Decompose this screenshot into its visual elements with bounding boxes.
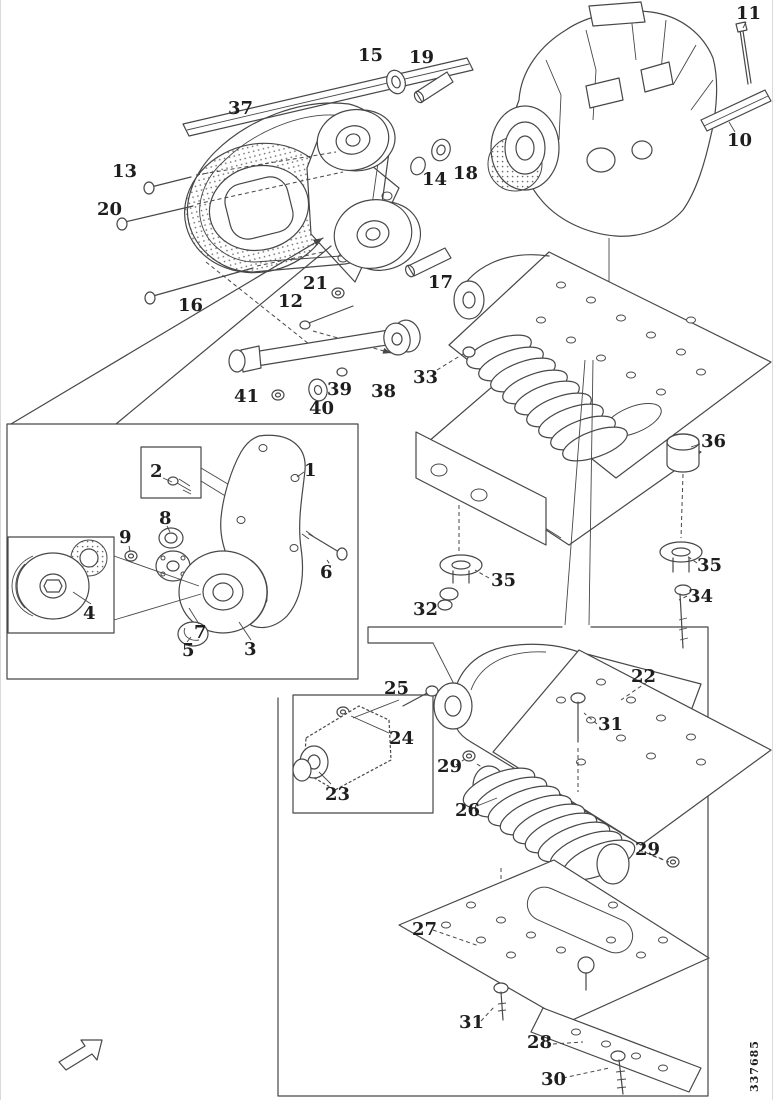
callout-8: 8 [159,508,172,529]
callout-19: 19 [409,47,435,68]
rod-assembly [228,319,421,402]
callout-18: 18 [453,163,479,184]
callout-31b: 31 [459,1012,485,1033]
callout-41: 41 [234,386,260,407]
callout-12: 12 [278,291,304,312]
callout-20: 20 [97,199,123,220]
detail-box-pulley [6,423,359,680]
callout-16: 16 [178,295,204,316]
detail-box-seat-mount [277,626,772,1097]
callout-33: 33 [413,367,439,388]
callout-36: 36 [701,431,727,452]
callout-37: 37 [228,98,254,119]
drawing-number: 337685 [748,1040,761,1092]
callout-35a: 35 [491,570,517,591]
callout-17: 17 [428,272,454,293]
callout-14: 14 [422,169,448,190]
callout-15: 15 [358,45,384,66]
isolator-assembly-upper [415,251,772,649]
callout-6: 6 [320,562,333,583]
direction-arrow-icon [58,1039,103,1071]
callout-32: 32 [413,599,439,620]
callout-11: 11 [736,3,762,24]
callout-29a: 29 [437,756,463,777]
callout-26: 26 [455,800,481,821]
callout-34: 34 [688,586,714,607]
callout-28: 28 [527,1032,553,1053]
callout-4: 4 [83,603,96,624]
callout-31a: 31 [598,714,624,735]
callout-5: 5 [182,640,195,661]
detail-cone-upper [10,237,332,425]
callout-29b: 29 [635,839,661,860]
callout-2: 2 [150,461,163,482]
callout-22: 22 [631,666,657,687]
engine-assembly [487,1,718,330]
belt-drive-assembly [116,69,454,354]
callout-23: 23 [325,784,351,805]
callout-30: 30 [541,1069,567,1090]
callout-21: 21 [303,273,329,294]
callout-38: 38 [371,381,397,402]
callout-24: 24 [389,728,415,749]
callout-9: 9 [119,527,132,548]
callout-25: 25 [384,678,410,699]
callout-10: 10 [727,130,753,151]
callout-27: 27 [412,919,438,940]
callout-13: 13 [112,161,138,182]
callout-3: 3 [244,639,257,660]
callout-39: 39 [327,379,353,400]
callout-35b: 35 [697,555,723,576]
callout-1: 1 [304,460,317,481]
callout-7: 7 [194,622,207,643]
support-bar-10 [700,21,772,133]
callout-40: 40 [309,398,335,419]
